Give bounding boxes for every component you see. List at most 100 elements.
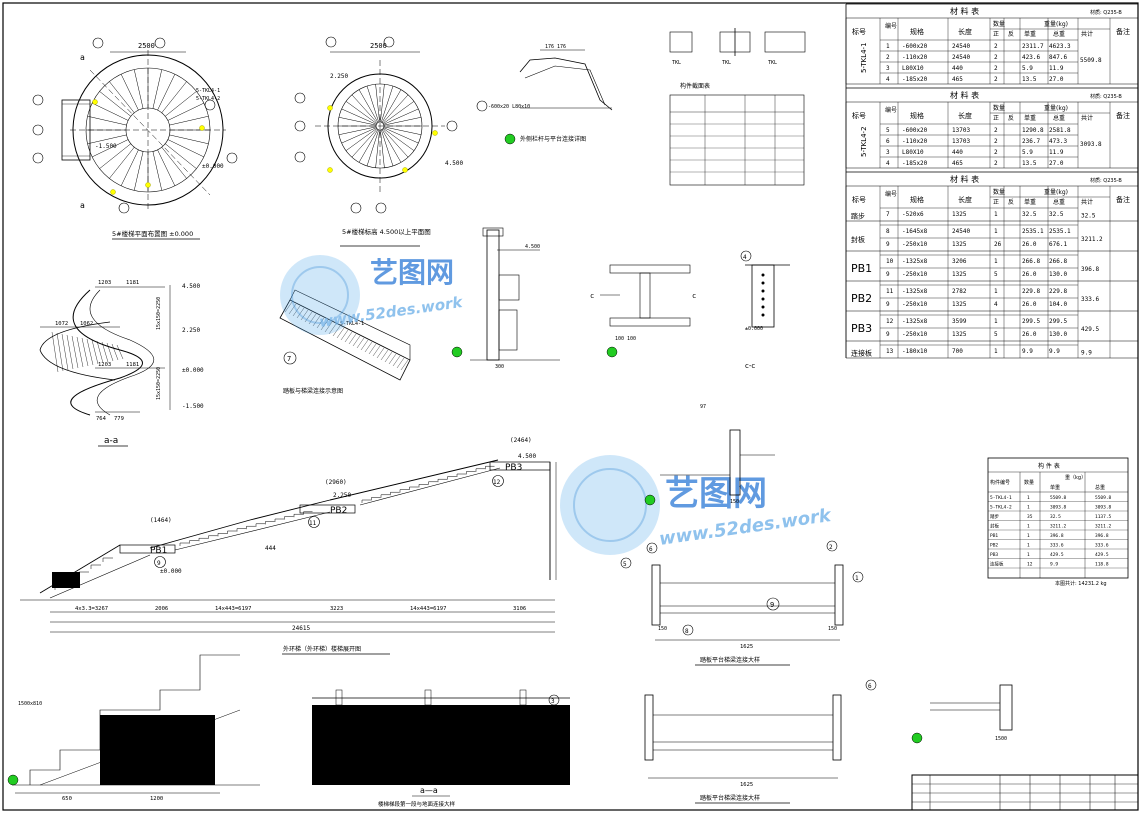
table-group-name: PB3 [851,322,872,335]
table-cell: -1325x8 [902,288,928,295]
table-group-sum: 333.6 [1081,296,1099,303]
table-cell: 11 [886,288,894,295]
plan2-level: 4.500 [445,160,463,167]
table-cell: 26.0 [1022,301,1037,308]
table-cell: 13.5 [1022,76,1037,83]
svg-text:150: 150 [730,499,739,505]
aa-dim-7: 764 [96,416,107,422]
hdr-length: 长度 [958,195,972,204]
summary-cell: 1 [1027,552,1030,558]
summary-cell: 封板 [990,523,999,530]
table-cell: 4 [886,160,890,167]
hdr-qty: 数量 [993,104,1005,112]
svg-text:3: 3 [551,698,555,705]
svg-text:4: 4 [743,254,747,261]
table-cell: 10 [886,258,894,265]
elev-dim-top2: (2960) [325,479,347,486]
aa-level-3: ±0.000 [182,367,204,374]
table-cell: 13.5 [1022,160,1037,167]
svg-text:a: a [80,201,85,210]
table-cell: 9 [886,331,890,338]
elev-dim-b2: 2006 [155,606,168,612]
hdr-length: 长度 [958,111,972,120]
hdr-spec: 规格 [910,27,924,36]
plan1-title: 5#楼梯平面布置图 ±0.000 [112,229,193,238]
watermark-brand-2: 艺图网 [665,474,767,514]
elev-dim-top3: (2464) [510,437,532,444]
svg-text:650: 650 [62,796,72,802]
table-cell: 32.5 [1022,211,1037,218]
summary-total: 本图共计: 14231.2 kg [1055,580,1107,587]
svg-text:5-TKL4-1: 5-TKL4-1 [340,321,364,327]
summary-cell: PB2 [990,543,998,549]
table-cell: 104.0 [1049,301,1067,308]
hdr-total: 总重 [1053,30,1065,38]
svg-text:100 100: 100 100 [615,336,636,342]
elev-pb1: PB1 [150,546,167,556]
iso-title: 踏板与梯梁连接示意图 [283,387,343,395]
watermark-brand-1: 艺图网 [370,256,454,289]
table-cell: 12 [886,318,894,325]
hdr-length: 长度 [958,27,972,36]
table-cell: 130.0 [1049,331,1067,338]
table-cell: 1 [994,258,998,265]
svg-text:15x150=2250: 15x150=2250 [156,367,162,400]
hdr-sum: 共计 [1081,30,1093,38]
tread1-dim-l: 150 [658,626,667,632]
table-cell: 3 [886,65,890,72]
hdr-mark: 标号 [852,111,866,120]
table-cell: 9.9 [1022,348,1033,355]
elev-pb2: PB2 [330,506,347,516]
svg-text:-600x20 L80x10: -600x20 L80x10 [488,104,530,110]
table-cell: 26.0 [1022,241,1037,248]
summary-cell: 333.6 [1095,543,1109,549]
stair-elevation: PB1 PB2 PB3 9 11 12 4.500 2.250 ±0.000 (… [20,437,557,655]
table-cell: 1 [994,348,998,355]
table-group-sum: 3211.2 [1081,236,1103,243]
summary-cell: 429.5 [1050,552,1064,558]
table-cell: 1325 [952,211,967,218]
table-cell: 1 [994,318,998,325]
summary-cell: 3211.2 [1095,524,1112,530]
table-group: 5-TKL4-1 [860,42,868,73]
svg-text:5-TKL4-2: 5-TKL4-2 [196,96,220,102]
table-cell: 27.0 [1049,76,1064,83]
tread1-dim: 1625 [740,644,753,650]
table-cell: L80X10 [902,65,924,72]
summary-hdr: 构件编号 [990,479,1010,486]
svg-text:1500x810: 1500x810 [18,701,42,707]
table-cell: -185x20 [902,76,928,83]
hdr-qty-neg: 反 [1008,114,1014,122]
table-cell: 229.8 [1022,288,1040,295]
small-detail-br: 1500 [911,684,1013,744]
table-cell: 26 [994,241,1002,248]
hdr-spec: 规格 [910,111,924,120]
summary-cell: 12 [1027,562,1033,568]
table-cell: -600x20 [902,43,928,50]
table-cell: -110x20 [902,138,928,145]
svg-text:9: 9 [770,601,774,609]
elev-dim-b6: 3106 [513,606,526,612]
table-group-total: 5509.8 [1080,57,1102,64]
table-cell: -1645x8 [902,228,928,235]
svg-text:c: c [692,292,696,300]
table-cell: 26.0 [1022,271,1037,278]
summary-cell: 32.5 [1050,514,1061,520]
table-cell: 2 [994,160,998,167]
table-cell: 700 [952,348,963,355]
table-cell: 2 [994,43,998,50]
table-cell: 5 [994,331,998,338]
hdr-qty-pos: 正 [993,31,999,38]
table-cell: 440 [952,149,963,156]
svg-text:TKL: TKL [768,60,777,66]
summary-cell: 1 [1027,543,1030,549]
table-cell: 2782 [952,288,967,295]
svg-text:1200: 1200 [150,796,163,802]
section-aa-bottom: 3 a—a 楼梯梯段第一段与地面连接大样 [312,689,570,808]
svg-text:300: 300 [495,364,504,370]
table-group-sum: 429.5 [1081,326,1099,333]
aa-dim-1: 1203 [98,280,111,286]
hdr-note: 备注 [1116,195,1130,204]
table-title: 材 料 表 [950,90,979,100]
